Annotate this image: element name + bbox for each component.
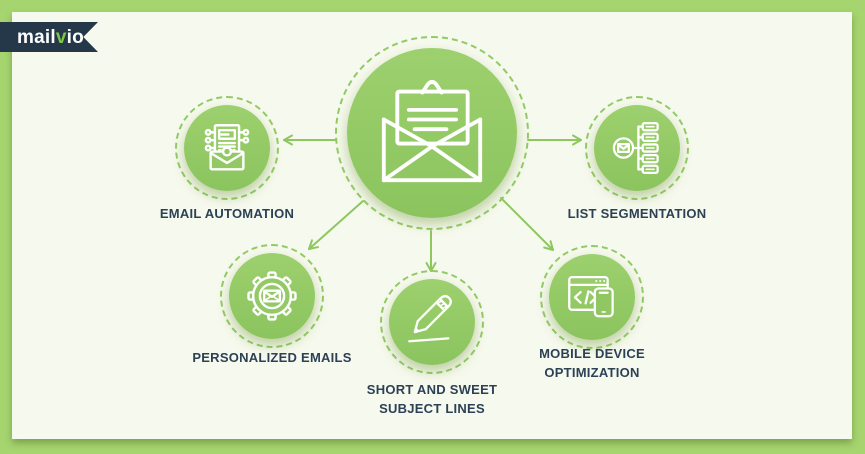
node-circle — [229, 253, 315, 339]
node-circle — [389, 279, 475, 365]
node-subject-lines: SHORT AND SWEET SUBJECT LINES — [367, 270, 497, 416]
mailvio-logo: mailvio — [17, 28, 84, 47]
logo-text-io: io — [66, 26, 84, 48]
dashed-ring — [380, 270, 484, 374]
node-label: PERSONALIZED EMAILS — [192, 350, 352, 365]
dashed-ring — [175, 96, 279, 200]
arrow-to-mobile-optimization — [500, 197, 554, 251]
center-circle — [347, 48, 517, 218]
node-label: SHORT AND SWEET SUBJECT LINES — [366, 382, 498, 416]
dashed-ring — [585, 96, 689, 200]
brand-ribbon: mailvio — [0, 22, 98, 52]
logo-accent-v: v — [55, 26, 67, 48]
node-label: EMAIL AUTOMATION — [159, 206, 295, 221]
node-circle — [549, 254, 635, 340]
node-list-segmentation: LIST SEGMENTATION — [568, 96, 706, 221]
node-circle — [184, 105, 270, 191]
node-circle — [594, 105, 680, 191]
dashed-ring — [335, 36, 529, 230]
node-label: MOBILE DEVICE OPTIMIZATION — [539, 346, 645, 380]
node-label: LIST SEGMENTATION — [567, 206, 707, 221]
node-mobile-optimization: MOBILE DEVICE OPTIMIZATION — [539, 245, 645, 380]
pencil-icon — [408, 295, 452, 343]
dashed-ring — [540, 245, 644, 349]
gear-envelope-icon — [247, 271, 297, 321]
open-envelope-icon — [381, 80, 483, 183]
node-email-automation: EMAIL AUTOMATION — [160, 96, 294, 221]
list-segmentation-icon — [612, 121, 659, 175]
dashed-ring — [220, 244, 324, 348]
email-automation-icon — [204, 124, 250, 171]
node-center-email-marketing — [335, 36, 529, 230]
node-personalized-emails: PERSONALIZED EMAILS — [192, 244, 351, 365]
arrow-to-personalized-emails — [308, 200, 364, 250]
responsive-device-icon — [568, 275, 614, 318]
logo-text-mail: mail — [17, 26, 56, 48]
